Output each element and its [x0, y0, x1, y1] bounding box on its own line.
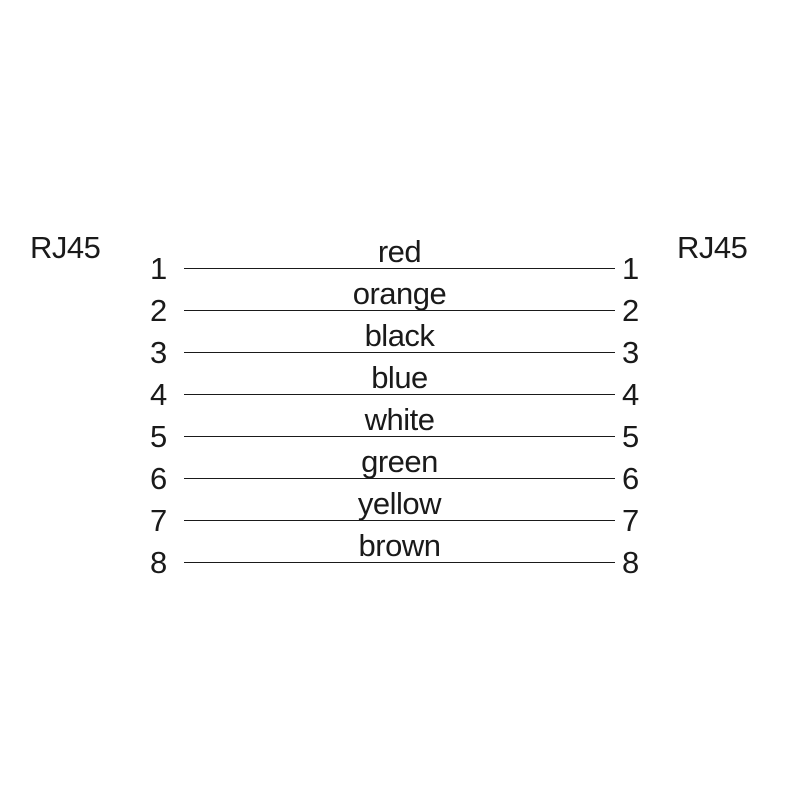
right-pin-number: 2	[622, 293, 640, 328]
right-pin-number: 5	[622, 419, 640, 454]
left-pin-number: 4	[150, 377, 168, 412]
wire-line	[184, 562, 615, 563]
wire-color-label: white	[364, 402, 435, 437]
wire-line	[184, 352, 615, 353]
wire-line	[184, 478, 615, 479]
wire-color-label: black	[364, 318, 435, 353]
wire-line	[184, 268, 615, 269]
left-connector-label: RJ45	[30, 230, 101, 265]
left-pin-number: 1	[150, 251, 168, 286]
right-pin-number: 4	[622, 377, 640, 412]
wire-line	[184, 436, 615, 437]
right-pin-number: 6	[622, 461, 640, 496]
left-pin-number: 8	[150, 545, 168, 580]
wire-color-label: yellow	[357, 486, 442, 521]
wire-line	[184, 394, 615, 395]
right-connector-label: RJ45	[677, 230, 748, 265]
wire-line	[184, 310, 615, 311]
wire-color-label: green	[361, 444, 438, 479]
wire-color-label: red	[377, 234, 422, 269]
left-pin-number: 3	[150, 335, 168, 370]
left-pin-number: 5	[150, 419, 168, 454]
wire-line	[184, 520, 615, 521]
left-pin-number: 2	[150, 293, 168, 328]
left-pin-number: 7	[150, 503, 168, 538]
right-pin-number: 1	[622, 251, 640, 286]
wire-color-label: blue	[371, 360, 428, 395]
right-pin-number: 3	[622, 335, 640, 370]
left-pin-number: 6	[150, 461, 168, 496]
wire-color-label: orange	[352, 276, 447, 311]
right-pin-number: 7	[622, 503, 640, 538]
right-pin-number: 8	[622, 545, 640, 580]
wire-color-label: brown	[358, 528, 441, 563]
